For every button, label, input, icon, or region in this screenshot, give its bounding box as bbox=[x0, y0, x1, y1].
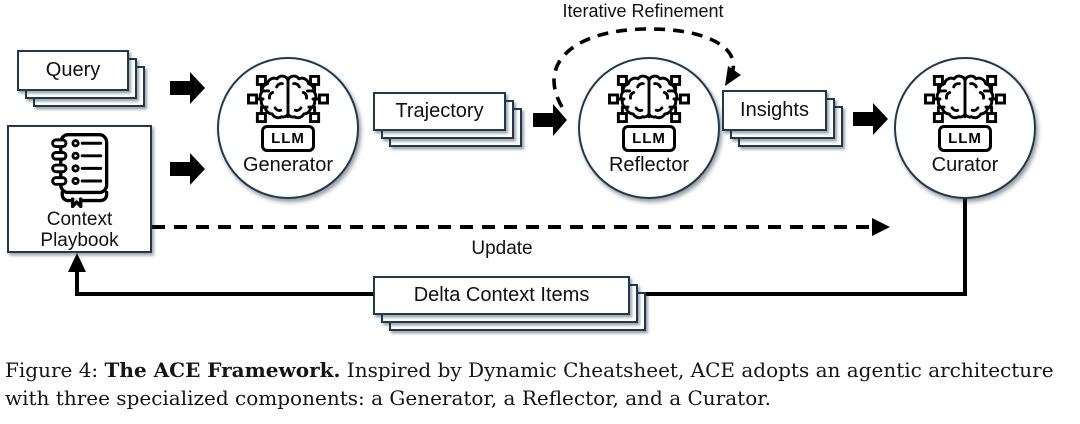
insights-label: Insights bbox=[722, 90, 827, 131]
playbook-label-line1: Context bbox=[46, 209, 113, 230]
llm-brain-icon bbox=[924, 74, 1006, 124]
llm-brain-icon bbox=[247, 74, 329, 124]
trajectory-to-reflector-arrow bbox=[533, 104, 567, 136]
llm-badge: LLM bbox=[261, 125, 315, 152]
feedback-arrowhead bbox=[68, 253, 86, 272]
notebook-icon bbox=[43, 131, 117, 208]
reflector-node: LLM Reflector bbox=[578, 57, 720, 199]
generator-label: Generator bbox=[242, 154, 334, 176]
figure-caption: Figure 4: The ACE Framework. Inspired by… bbox=[5, 357, 1077, 412]
llm-brain-icon bbox=[608, 74, 690, 124]
curator-node: LLM Curator bbox=[894, 57, 1036, 199]
iterative-loop-arrowhead bbox=[725, 66, 741, 86]
query-to-generator-arrow bbox=[170, 72, 205, 104]
curator-label: Curator bbox=[931, 154, 999, 176]
generator-node: LLM Generator bbox=[217, 57, 359, 199]
caption-prefix: Figure 4: bbox=[5, 358, 105, 382]
llm-badge: LLM bbox=[622, 125, 676, 152]
llm-badge: LLM bbox=[938, 125, 992, 152]
caption-rest: Inspired by Dynamic Cheatsheet, ACE adop… bbox=[5, 358, 1054, 410]
iterative-refinement-loop-arrow bbox=[552, 27, 736, 108]
insights-to-curator-arrow bbox=[853, 103, 888, 135]
insights-stack: Insights bbox=[722, 90, 843, 147]
delta-context-items-stack: Delta Context Items bbox=[373, 276, 646, 331]
iterative-refinement-label: Iterative Refinement bbox=[562, 1, 724, 21]
playbook-label-line2: Playbook bbox=[40, 230, 119, 251]
playbook-to-generator-arrow bbox=[170, 153, 205, 185]
trajectory-label: Trajectory bbox=[373, 92, 506, 131]
delta-context-items-label: Delta Context Items bbox=[373, 276, 630, 315]
update-label: Update bbox=[471, 238, 533, 259]
query-stack: Query bbox=[17, 50, 145, 107]
context-playbook-box: Context Playbook bbox=[7, 125, 152, 253]
connector-lines bbox=[68, 27, 967, 296]
update-arrowhead bbox=[872, 218, 890, 236]
reflector-label: Reflector bbox=[608, 154, 690, 176]
trajectory-stack: Trajectory bbox=[373, 92, 522, 147]
query-label: Query bbox=[17, 50, 129, 91]
playbook-label: Context Playbook bbox=[40, 209, 118, 251]
caption-title: The ACE Framework. bbox=[104, 358, 341, 382]
